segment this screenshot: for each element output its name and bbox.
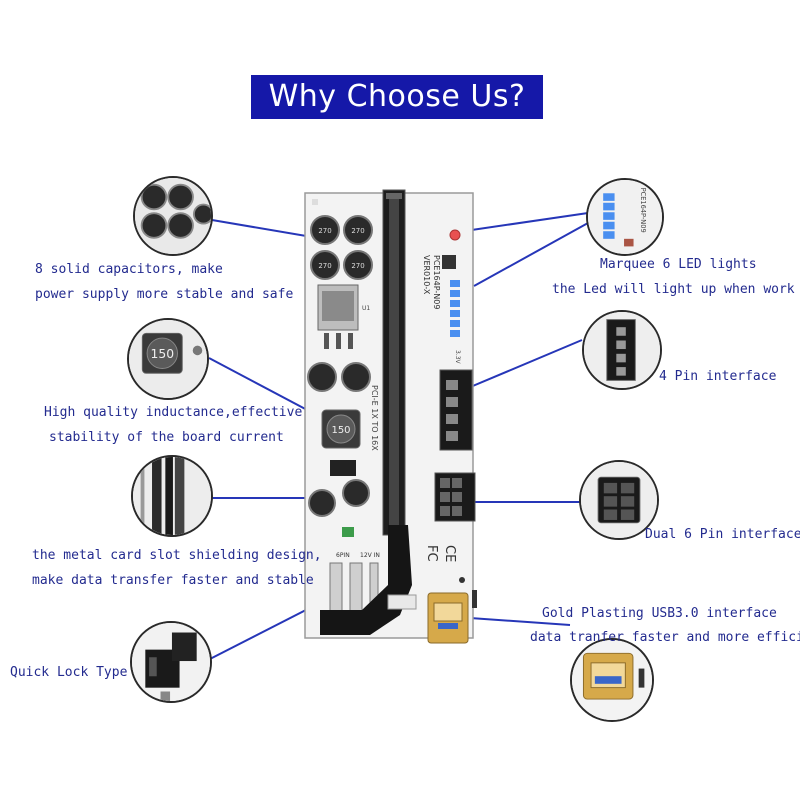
- led-detail-circle: PCE164P-N09: [586, 178, 664, 256]
- inductance-callout-line2: stability of the board current: [49, 430, 284, 445]
- inductor-label: 150: [331, 425, 350, 436]
- quick-lock-pin: [329, 562, 343, 614]
- capacitor: [341, 362, 371, 392]
- four-pin-callout: 4 Pin interface: [659, 369, 776, 384]
- green-led: [342, 527, 354, 537]
- six-pin-callout: Dual 6 Pin interface: [645, 527, 800, 542]
- cap-label: 270: [318, 262, 331, 270]
- quick-lock-callout-line1: Quick Lock Type: [10, 665, 128, 680]
- sixpin-label: 6PIN: [336, 552, 350, 559]
- inductance-callout: High quality inductance,effective stabil…: [44, 405, 302, 445]
- version-label: VER010-X: [422, 255, 431, 295]
- usb-callout: Gold Plasting USB3.0 interface data tran…: [530, 606, 800, 645]
- four-pin-callout-line1: 4 Pin interface: [659, 369, 777, 384]
- six-pin-callout-line1: Dual 6 Pin interface: [645, 527, 800, 542]
- inductor-zoom-label: 150: [150, 347, 174, 361]
- led-zoom-label: PCE164P-N09: [639, 188, 647, 233]
- led-callout: Marquee 6 LED lights the Led will light …: [552, 257, 795, 297]
- six-pin-detail-circle: [579, 460, 659, 540]
- capacitor: [307, 362, 337, 392]
- fc-mark: FC: [424, 545, 439, 562]
- card-slot-callout-line1: the metal card slot shielding design,: [32, 548, 322, 563]
- usb-callout-line2: data tranfer faster and more efficient: [530, 630, 800, 645]
- inductance-detail-circle: 150: [127, 318, 209, 400]
- four-pin-connector: [467, 339, 583, 389]
- capacitor-detail-circle: [133, 176, 213, 256]
- red-led: [449, 229, 461, 241]
- capacitor-callout-line1: 8 solid capacitors, make: [35, 262, 223, 277]
- capacitor: [308, 489, 336, 517]
- slot-label: PCI-E 1X TO 16X: [370, 385, 379, 451]
- led-callout-line1: Marquee 6 LED lights: [600, 257, 757, 272]
- led-connector-a: [457, 212, 589, 233]
- usb-connector: [469, 617, 571, 626]
- usb-detail-circle: [570, 638, 654, 722]
- riser-board: 270 270 270 270 U1 150 PCI-E 1X TO 16X P…: [300, 185, 490, 645]
- ce-mark: CE: [442, 545, 457, 562]
- quick-lock-detail-circle: [130, 621, 212, 703]
- capacitor-cluster-top: 270 270 270 270: [310, 215, 373, 280]
- model-label: PCE164P-N09: [432, 255, 441, 309]
- card-slot-callout-line2: make data transfer faster and stable: [32, 573, 314, 588]
- quick-lock-pin: [349, 562, 363, 614]
- voltage-label: 12V IN: [360, 552, 380, 559]
- capacitor: [342, 479, 370, 507]
- usb-callout-line1: Gold Plasting USB3.0 interface: [542, 606, 777, 621]
- cap-label: 270: [318, 227, 331, 235]
- card-slot-callout: the metal card slot shielding design, ma…: [32, 548, 322, 588]
- led-connector-b: [473, 222, 589, 287]
- capacitor-connector: [211, 219, 319, 239]
- led-driver-chip: [442, 255, 456, 269]
- riser-board-graphic: 270 270 270 270 U1 150 PCI-E 1X TO 16X P…: [304, 189, 477, 644]
- small-ic: [330, 460, 356, 476]
- inductance-callout-line1: High quality inductance,effective: [44, 405, 303, 420]
- led-callout-line2: the Led will light up when work: [552, 282, 795, 297]
- quick-lock-callout: Quick Lock Type: [10, 665, 127, 680]
- capacitor-callout: 8 solid capacitors, make power supply mo…: [35, 262, 293, 302]
- page-title: Why Choose Us?: [251, 75, 543, 119]
- capacitor-callout-line2: power supply more stable and safe: [35, 287, 294, 302]
- u1-label: U1: [362, 305, 370, 312]
- four-pin-detail-circle: [582, 310, 662, 390]
- cap-label: 270: [351, 262, 364, 270]
- blue-led-column: [450, 280, 460, 337]
- cap-label: 270: [351, 227, 364, 235]
- v33-label: 3.3V: [454, 350, 461, 365]
- card-slot-detail-circle: [131, 455, 213, 537]
